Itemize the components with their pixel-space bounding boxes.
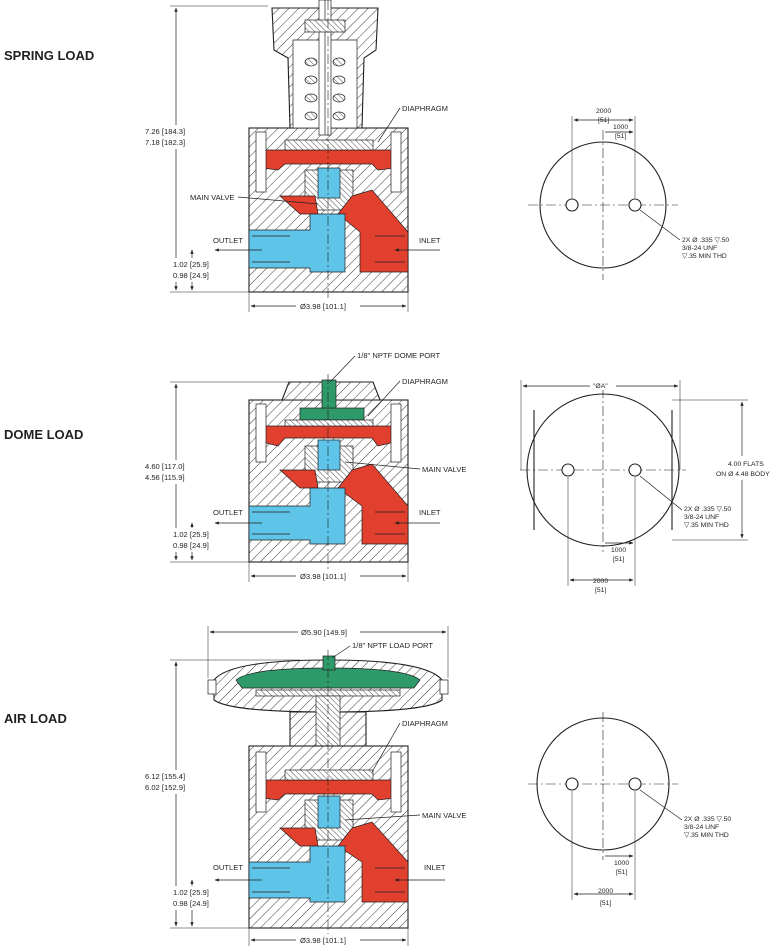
- mounting-hole-left: [565, 198, 579, 212]
- section-title-dome-load: DOME LOAD: [4, 427, 83, 442]
- port-dim-max: 1.02 [25.9]: [173, 260, 209, 269]
- flats-dim-2: ON Ø 4.48 BODY: [716, 471, 770, 478]
- hole-callout-3: ▽.35 MIN THD: [682, 253, 727, 260]
- mounting-hole-right: [628, 777, 642, 791]
- dome-chamber: [299, 407, 365, 421]
- height-dim-min: 4.56 [115.9]: [145, 473, 185, 482]
- diaphragm: [284, 139, 374, 151]
- mounting-hole-right: [628, 198, 642, 212]
- label-inlet: INLET: [424, 863, 446, 872]
- label-outlet: OUTLET: [213, 863, 243, 872]
- spring-load-dimensions: 7.26 [184.3] 7.18 [182.3] 1.02 [25.9] 0.…: [140, 5, 448, 312]
- main-valve-seat: [317, 795, 341, 829]
- dim-1000-metric: [51]: [615, 133, 626, 140]
- section-title-spring-load: SPRING LOAD: [4, 48, 94, 63]
- dim-1000-metric: [51]: [613, 556, 624, 563]
- main-valve-seat: [317, 439, 341, 471]
- bolt-left: [255, 131, 267, 193]
- label-outlet: OUTLET: [213, 236, 243, 245]
- bolt-right: [390, 131, 402, 193]
- label-inlet: INLET: [419, 508, 441, 517]
- spring-load-bottom-view: 2000 [51] 1000 [51] 2X Ø .335 ▽.50 3/8-2…: [528, 108, 729, 280]
- mounting-hole-left: [561, 463, 575, 477]
- port-dim-max: 1.02 [25.9]: [173, 888, 209, 897]
- dim-2000-metric: [51]: [598, 117, 609, 124]
- dim-2000-metric: [51]: [600, 900, 611, 907]
- mounting-hole-right: [628, 463, 642, 477]
- dim-1000-metric: [51]: [616, 869, 627, 876]
- load-port: [322, 655, 336, 671]
- label-load-port: 1/8" NPTF LOAD PORT: [352, 641, 433, 650]
- dim-2000-value: 2000: [596, 108, 611, 115]
- outlet-passage: [248, 487, 346, 545]
- outlet-passage: [248, 845, 346, 903]
- diaphragm: [284, 419, 374, 427]
- label-diaphragm: DIAPHRAGM: [402, 377, 448, 386]
- hole-callout-1: 2X Ø .335 ▽.50: [684, 816, 731, 823]
- air-load-regulator: [207, 650, 449, 936]
- diameter-a-dim: "ØA": [593, 383, 608, 390]
- hole-callout-2: 3/8-24 UNF: [682, 245, 717, 252]
- height-dim-max: 7.26 [184.3]: [145, 127, 185, 136]
- height-dim-max: 4.60 [117.0]: [145, 462, 185, 471]
- width-dim: Ø3.98 [101.1]: [300, 936, 346, 945]
- height-dim-max: 6.12 [155.4]: [145, 772, 185, 781]
- dim-2000-metric: [51]: [595, 587, 606, 594]
- port-dim-min: 0.98 [24.9]: [173, 899, 209, 908]
- section-title-air-load: AIR LOAD: [4, 711, 67, 726]
- hole-callout-1: 2X Ø .335 ▽.50: [684, 506, 731, 513]
- outlet-passage: [248, 213, 346, 273]
- hole-callout-3: ▽.35 MIN THD: [684, 832, 729, 839]
- width-dim: Ø3.98 [101.1]: [300, 302, 346, 311]
- label-outlet: OUTLET: [213, 508, 243, 517]
- label-diaphragm: DIAPHRAGM: [402, 719, 448, 728]
- width-dim: Ø3.98 [101.1]: [300, 572, 346, 581]
- top-width-dim: Ø5.90 [149.9]: [301, 628, 347, 637]
- dim-1000-value: 1000: [614, 860, 629, 867]
- spring-load-regulator: [248, 0, 409, 300]
- label-main-valve: MAIN VALVE: [422, 465, 466, 474]
- diaphragm: [284, 769, 374, 781]
- height-dim-min: 6.02 [152.9]: [145, 783, 185, 792]
- label-dome-port: 1/8" NPTF DOME PORT: [357, 351, 441, 360]
- port-dim-max: 1.02 [25.9]: [173, 530, 209, 539]
- flats-dim-1: 4.00 FLATS: [728, 461, 764, 468]
- dome-load-bottom-view: "ØA" 4.00 FLATS ON Ø 4.48 BODY 2X Ø .335…: [520, 380, 776, 594]
- dim-2000-value: 2000: [593, 578, 608, 585]
- dim-2000-value: 2000: [598, 888, 613, 895]
- air-load-bottom-view: 2X Ø .335 ▽.50 3/8-24 UNF ▽.35 MIN THD 1…: [528, 712, 731, 907]
- main-valve-seat: [317, 167, 341, 199]
- height-dim-min: 7.18 [182.3]: [145, 138, 185, 147]
- hole-callout-2: 3/8-24 UNF: [684, 514, 719, 521]
- dim-1000-value: 1000: [611, 547, 626, 554]
- hole-callout-1: 2X Ø .335 ▽.50: [682, 237, 729, 244]
- dim-1000-value: 1000: [613, 124, 628, 131]
- port-dim-min: 0.98 [24.9]: [173, 541, 209, 550]
- hole-callout-3: ▽.35 MIN THD: [684, 522, 729, 529]
- label-inlet: INLET: [419, 236, 441, 245]
- label-main-valve: MAIN VALVE: [190, 193, 234, 202]
- dome-port: [321, 379, 337, 409]
- label-diaphragm: DIAPHRAGM: [402, 104, 448, 113]
- mounting-hole-left: [565, 777, 579, 791]
- label-main-valve: MAIN VALVE: [422, 811, 466, 820]
- spring-coils: [304, 57, 346, 121]
- hole-callout-2: 3/8-24 UNF: [684, 824, 719, 831]
- dome-load-dimensions: 4.60 [117.0] 4.56 [115.9] 1.02 [25.9] 0.…: [140, 351, 466, 582]
- port-dim-min: 0.98 [24.9]: [173, 271, 209, 280]
- air-load-dimensions: Ø5.90 [149.9] 6.12 [155.4] 6.02 [152.9] …: [140, 626, 466, 946]
- dome-load-regulator: [248, 374, 409, 570]
